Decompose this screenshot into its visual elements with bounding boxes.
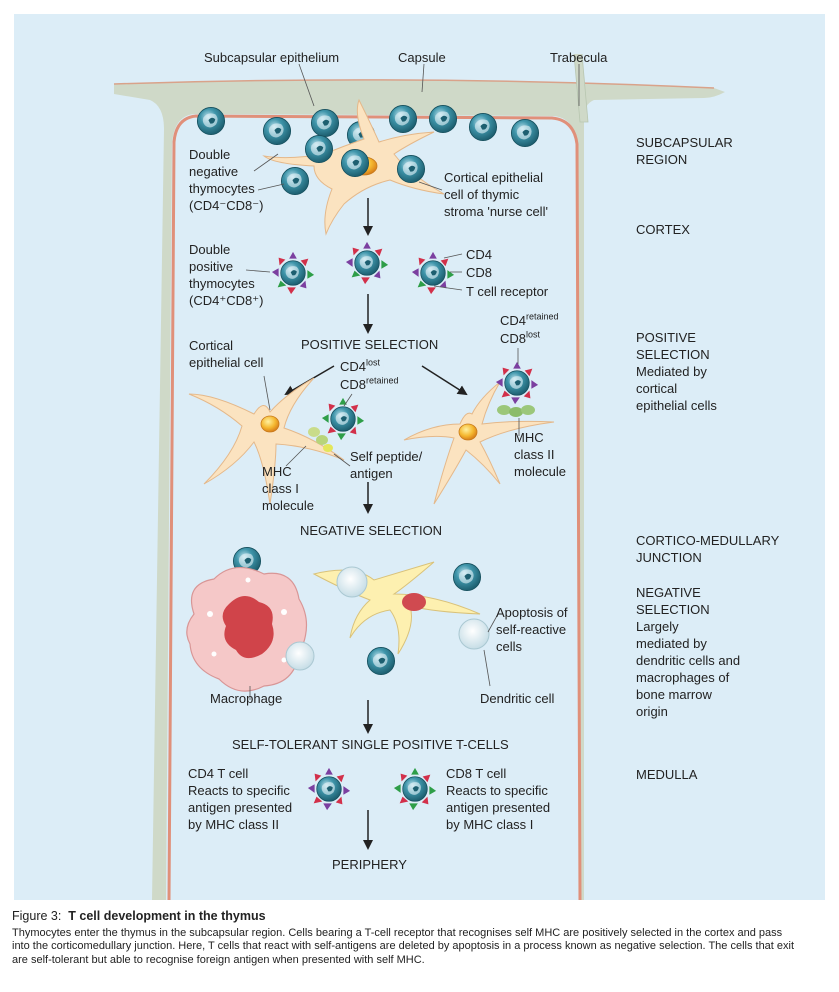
cd8-positive-thymocyte xyxy=(322,398,364,440)
cortical-epithelial-cell-left xyxy=(188,377,345,505)
label-capsule: Capsule xyxy=(398,50,446,65)
label-cd8-t-cell: CD8 T cell Reacts to specific antigen pr… xyxy=(446,766,551,832)
label-nurse-cell: Cortical epithelial cell of thymic strom… xyxy=(444,170,548,219)
thymus-diagram xyxy=(113,53,725,900)
caption-text: Thymocytes enter the thymus in the subca… xyxy=(12,926,795,966)
label-cd4: CD4 xyxy=(466,247,493,262)
thymocyte xyxy=(280,166,310,196)
thymocyte xyxy=(366,646,396,676)
mhc-class-i xyxy=(316,435,328,445)
label-tcr: T cell receptor xyxy=(466,284,549,299)
pointer-capsule xyxy=(421,63,425,93)
mhc-class-ii xyxy=(497,405,511,415)
apoptotic-cell xyxy=(458,618,490,650)
macrophage-nucleus xyxy=(222,595,274,659)
label-cd4-retained: CD4retained xyxy=(500,311,559,328)
label-negative-selection: NEGATIVE SELECTION xyxy=(300,523,443,538)
mhc-class-ii xyxy=(509,407,523,417)
label-double-positive: Double positive thymocytes (CD4⁺CD8⁺) xyxy=(189,242,264,308)
label-mhc-class-ii: MHC class II molecule xyxy=(514,430,567,479)
thymocyte xyxy=(428,104,458,134)
pointer-nurse xyxy=(418,181,443,191)
trabecula xyxy=(573,53,589,123)
label-periphery: PERIPHERY xyxy=(332,857,407,872)
label-cd8-lost: CD8lost xyxy=(500,329,541,346)
vacuole xyxy=(245,577,251,583)
region-cortico-medullary-junction: CORTICO-MEDULLARY JUNCTION xyxy=(636,533,780,565)
thymocyte xyxy=(396,154,426,184)
pointer-dn2 xyxy=(257,183,285,191)
thymocyte xyxy=(304,134,334,164)
thymocyte xyxy=(340,148,370,178)
pointer-dendritic xyxy=(483,649,491,687)
label-cd8-retained: CD8retained xyxy=(340,375,399,392)
label-cortical-epithelial-cell: Cortical epithelial cell xyxy=(189,338,264,370)
cd4-positive-thymocyte xyxy=(496,362,538,404)
mhc-class-i xyxy=(308,427,320,437)
capsule-inner-border xyxy=(167,114,582,900)
pointer-cd4 xyxy=(443,253,463,259)
pointer-dn xyxy=(253,153,279,172)
pointer-apoptosis xyxy=(487,613,499,633)
nucleus xyxy=(458,423,478,441)
dp-thymocyte xyxy=(346,242,388,284)
thymocyte xyxy=(452,562,482,592)
region-subcapsular: SUBCAPSULAR REGION xyxy=(636,135,733,167)
pointer-cortical xyxy=(263,375,271,411)
thymocyte xyxy=(310,108,340,138)
arrow-right xyxy=(421,365,468,396)
apoptotic-cell xyxy=(336,566,368,598)
vacuole xyxy=(281,657,287,663)
label-cd8: CD8 xyxy=(466,265,493,280)
pointer-cd4lost xyxy=(343,393,353,407)
thymocyte xyxy=(388,104,418,134)
nucleus xyxy=(260,415,280,433)
vacuole xyxy=(281,609,287,615)
label-trabecula: Trabecula xyxy=(550,50,608,65)
pointer-dp xyxy=(245,269,271,273)
vacuole xyxy=(211,651,217,657)
thymocyte xyxy=(510,118,540,148)
dp-thymocyte xyxy=(272,252,314,294)
label-cd4-lost: CD4lost xyxy=(340,357,381,374)
label-double-negative: Double negative thymocytes (CD4⁻CD8⁻) xyxy=(189,147,264,213)
pointer-peptide xyxy=(333,453,351,467)
label-subcapsular-epithelium: Subcapsular epithelium xyxy=(204,50,340,65)
self-peptide xyxy=(323,444,333,452)
label-self-peptide: Self peptide/ antigen xyxy=(350,449,423,481)
label-apoptosis: Apoptosis of self-reactive cells xyxy=(496,605,568,654)
vacuole xyxy=(207,611,213,617)
pointer-subcapsular xyxy=(298,63,315,107)
apoptotic-cell xyxy=(285,641,315,671)
mhc-class-ii xyxy=(521,405,535,415)
label-positive-selection: POSITIVE SELECTION xyxy=(301,337,439,352)
label-macrophage: Macrophage xyxy=(210,691,283,706)
cd8-t-cell xyxy=(394,768,436,810)
caption-title: Figure 3: T cell development in the thym… xyxy=(12,909,266,923)
pointer-mhc1 xyxy=(285,445,307,467)
region-positive-selection: POSITIVE SELECTION Mediated by cortical … xyxy=(636,330,717,413)
capsule-outer-edge xyxy=(113,79,715,89)
region-cortex: CORTEX xyxy=(636,222,690,237)
figure-caption: Figure 3: T cell development in the thym… xyxy=(12,909,802,967)
figure-panel: Subcapsular epithelium Capsule Trabecula… xyxy=(14,14,825,900)
region-negative-selection: NEGATIVE SELECTION Largely mediated by d… xyxy=(636,585,741,719)
nucleus xyxy=(402,593,426,611)
pointer-tcr xyxy=(433,285,463,291)
thymocyte xyxy=(468,112,498,142)
cd4-t-cell xyxy=(308,768,350,810)
thymocyte xyxy=(262,116,292,146)
label-mhc-class-i: MHC class I molecule xyxy=(262,464,315,513)
thymocyte xyxy=(196,106,226,136)
region-medulla: MEDULLA xyxy=(636,767,698,782)
label-dendritic-cell: Dendritic cell xyxy=(480,691,555,706)
label-cd4-t-cell: CD4 T cell Reacts to specific antigen pr… xyxy=(188,766,293,832)
label-self-tolerant: SELF-TOLERANT SINGLE POSITIVE T-CELLS xyxy=(232,737,509,752)
